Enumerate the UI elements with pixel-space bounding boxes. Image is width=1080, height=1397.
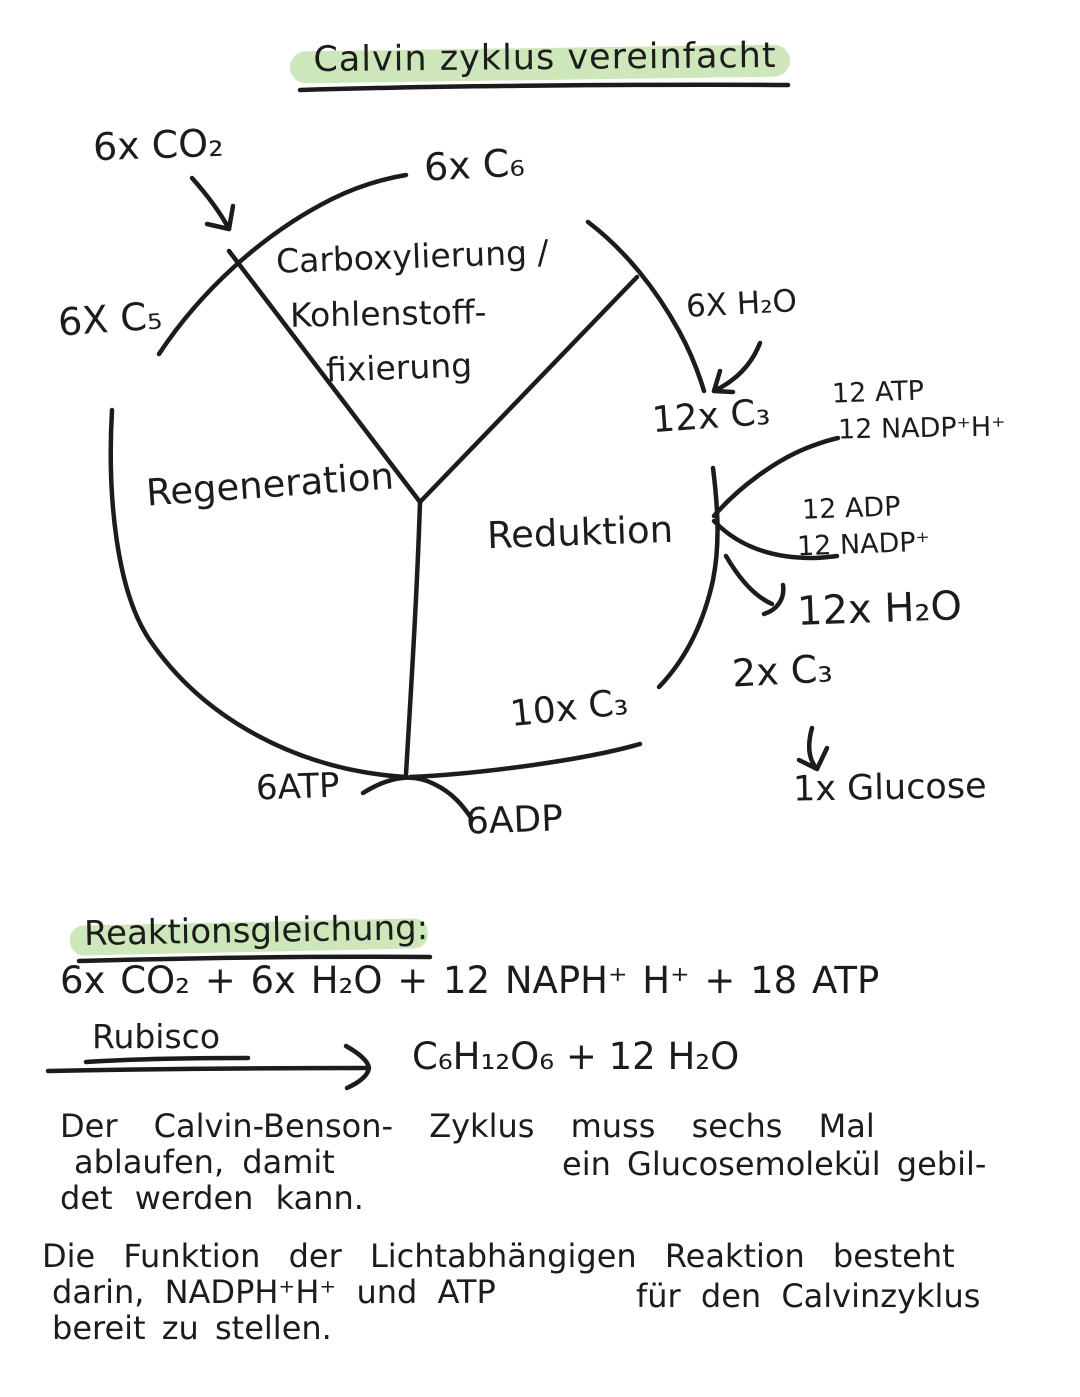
bracket-lower-curve — [711, 518, 840, 561]
label-12-nadph: 12 NADP⁺H⁺ — [837, 411, 1006, 446]
label-12x-h2o: 12x H₂O — [796, 583, 963, 635]
phase-carboxylierung-line3: fixierung — [325, 345, 473, 390]
co2-arrow — [189, 175, 232, 232]
rubisco-underline — [83, 1055, 251, 1065]
note1-line2a: ablaufen, damit — [74, 1143, 335, 1181]
label-c6: 6x C₆ — [422, 140, 526, 190]
cycle-arc-top-left — [156, 172, 409, 357]
equation-heading: Reaktionsgleichung: — [83, 908, 429, 955]
note2-line1: Die Funktion der Lichtabhängigen Reaktio… — [42, 1237, 955, 1275]
glucose-arrow — [807, 725, 820, 772]
note1-line2b: ein Glucosemolekül gebil- — [562, 1145, 987, 1183]
h2o-out-arrowhead — [761, 582, 786, 617]
title-underline — [297, 82, 791, 93]
note2-line2a: darin, NADPH⁺H⁺ und ATP — [52, 1273, 496, 1311]
atp-adp-curve — [360, 775, 475, 822]
label-h2o-in: 6X H₂O — [685, 283, 798, 325]
h2o-in-arrow — [711, 340, 763, 394]
divider-upper-right — [417, 274, 640, 505]
equation-reactants: 6x CO₂ + 6x H₂O + 12 NAPH⁺ H⁺ + 18 ATP — [60, 959, 880, 1002]
label-12x-c3: 12x C₃ — [650, 391, 772, 442]
page-title: Calvin zyklus vereinfacht — [313, 35, 777, 81]
label-12-adp: 12 ADP — [801, 491, 901, 526]
label-2x-c3: 2x C₃ — [730, 646, 834, 696]
cycle-arc-bottom-right — [407, 741, 643, 780]
divider-upper-left — [226, 248, 423, 505]
reaction-arrow — [45, 1065, 371, 1074]
cycle-arc-top-right — [585, 219, 707, 394]
equation-heading-underline — [76, 954, 433, 964]
co2-arrowhead — [204, 203, 236, 232]
phase-reduktion: Reduktion — [486, 507, 674, 558]
phase-carboxylierung-line2: Kohlenstoff- — [289, 292, 487, 335]
reaction-arrowhead — [343, 1043, 372, 1091]
note2-line2b: für den Calvinzyklus — [636, 1277, 981, 1315]
label-co2: 6x CO₂ — [92, 120, 225, 170]
note2-line3: bereit zu stellen. — [52, 1309, 332, 1347]
equation-enzyme: Rubisco — [92, 1017, 221, 1056]
cycle-arc-right — [656, 465, 720, 690]
label-12-atp: 12 ATP — [831, 375, 925, 410]
label-12-nadp: 12 NADP⁺ — [796, 526, 931, 563]
glucose-arrowhead — [796, 745, 830, 772]
label-6adp: 6ADP — [465, 798, 564, 843]
label-6atp: 6ATP — [255, 765, 341, 809]
note1-line3: det werden kann. — [60, 1179, 364, 1217]
bracket-upper-curve — [711, 435, 841, 519]
cycle-arc-left — [108, 407, 408, 780]
h2o-out-arrow — [723, 553, 775, 607]
equation-products: C₆H₁₂O₆ + 12 H₂O — [412, 1035, 740, 1078]
label-1x-glucose: 1x Glucose — [792, 766, 987, 810]
h2o-in-arrowhead — [711, 368, 736, 395]
divider-down — [403, 499, 423, 777]
note1-line1: Der Calvin-Benson- Zyklus muss sechs Mal — [60, 1107, 875, 1145]
label-c5: 6X C₅ — [56, 293, 164, 345]
